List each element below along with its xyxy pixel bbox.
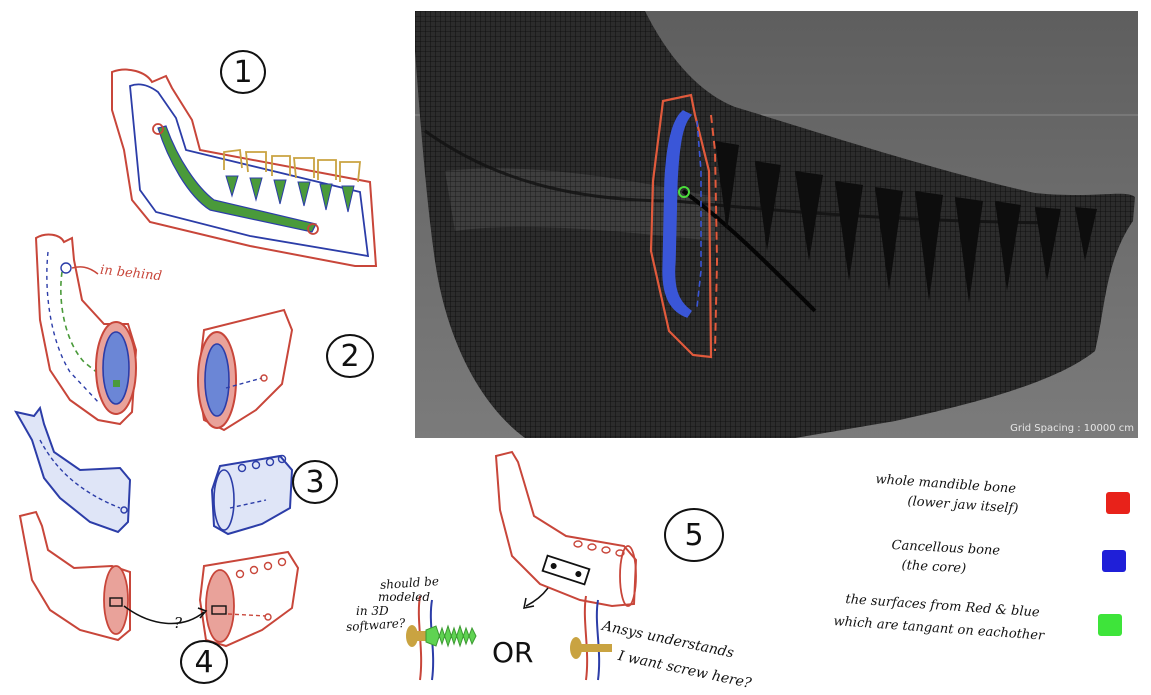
sketch-4-right-holes (235, 557, 287, 579)
sketch-2-right-canal-exit (260, 374, 268, 382)
sketch-1-canal-green (157, 125, 317, 233)
sketch-3-right-canal (229, 499, 267, 509)
screw-option-detailed (406, 595, 477, 681)
sketch-4-left-face (103, 565, 129, 635)
sketch-4-left-slot (109, 597, 123, 607)
sketch-2-left-green-point (113, 380, 120, 387)
sketch-5-arrowhead (523, 597, 535, 609)
mandible-mesh-highlight (445, 168, 715, 241)
sketch-2-left-outline (34, 233, 138, 426)
cut-plane-blue-back (696, 120, 702, 308)
sketch-2-left-canal (60, 271, 115, 387)
step-1-marker: 1 (220, 50, 266, 94)
sketch-1-outline-blue (129, 83, 370, 258)
step-3-marker: 3 (292, 460, 338, 504)
sketch-3-right-face (213, 469, 235, 531)
cut-plane-blue (662, 110, 693, 318)
cut-plane-red (649, 93, 713, 359)
step-4-marker: 4 (180, 640, 228, 684)
sketch-1-roots (225, 175, 355, 213)
sketch-1-entry-circle (152, 123, 164, 135)
sketch-4-arrow (123, 605, 205, 625)
mesh-viewport[interactable]: Grid Spacing : 10000 cm (415, 11, 1138, 438)
sketch-1-outline-red (111, 68, 378, 267)
sketch-2-right-cross-section-blue (204, 343, 230, 417)
mandibular-canal (681, 189, 817, 313)
sketch-1-teeth (223, 148, 361, 183)
mesh-render (415, 11, 1138, 438)
tooth-roots-mesh (715, 141, 1097, 303)
sketch-5-face (619, 545, 637, 607)
step-5-marker: 5 (664, 508, 724, 562)
sketch-2-left-inner-blue (46, 251, 101, 405)
step-2-marker: 2 (326, 334, 374, 378)
grid-spacing-readout: Grid Spacing : 10000 cm (1010, 423, 1134, 434)
legend-swatch-green (1098, 614, 1122, 636)
sketch-2-left-cross-section-blue (102, 331, 130, 405)
sketch-1-exit-circle (307, 223, 319, 235)
sketch-3-left-outline (14, 405, 132, 534)
screw-option-simplified (570, 595, 612, 681)
sketch-5-outline (494, 450, 638, 608)
sketch-2-behind-circle (60, 262, 72, 274)
should-be-modeled-note: should be modeled in 3D software? (345, 573, 440, 635)
sketch-4-right-slot (211, 605, 227, 615)
sketch-3-left-hole (120, 506, 128, 514)
sketch-4-right-canal-exit (264, 613, 272, 621)
sketch-3-left-canal (39, 439, 121, 509)
sketch-5-arrow (525, 587, 549, 607)
legend-swatch-blue (1102, 550, 1126, 572)
or-label: OR (492, 636, 534, 669)
sketch-5-holes (573, 540, 625, 557)
sketch-4-left-outline (18, 510, 131, 642)
legend-swatch-red (1106, 492, 1130, 514)
sketch-4-right-canal (227, 613, 267, 617)
question-mark-label: ? (174, 614, 183, 632)
mandible-mesh-body (415, 11, 1135, 438)
sketch-2-right-canal (225, 377, 263, 389)
sketch-2-behind-arrow (71, 266, 99, 275)
sketch-4-arrowhead (197, 607, 208, 619)
sketch-3-right-holes (237, 454, 287, 473)
canal-intersection-green (678, 186, 690, 198)
cut-plane-red-back (710, 114, 719, 352)
sketch-5-bone-plate (541, 554, 591, 586)
